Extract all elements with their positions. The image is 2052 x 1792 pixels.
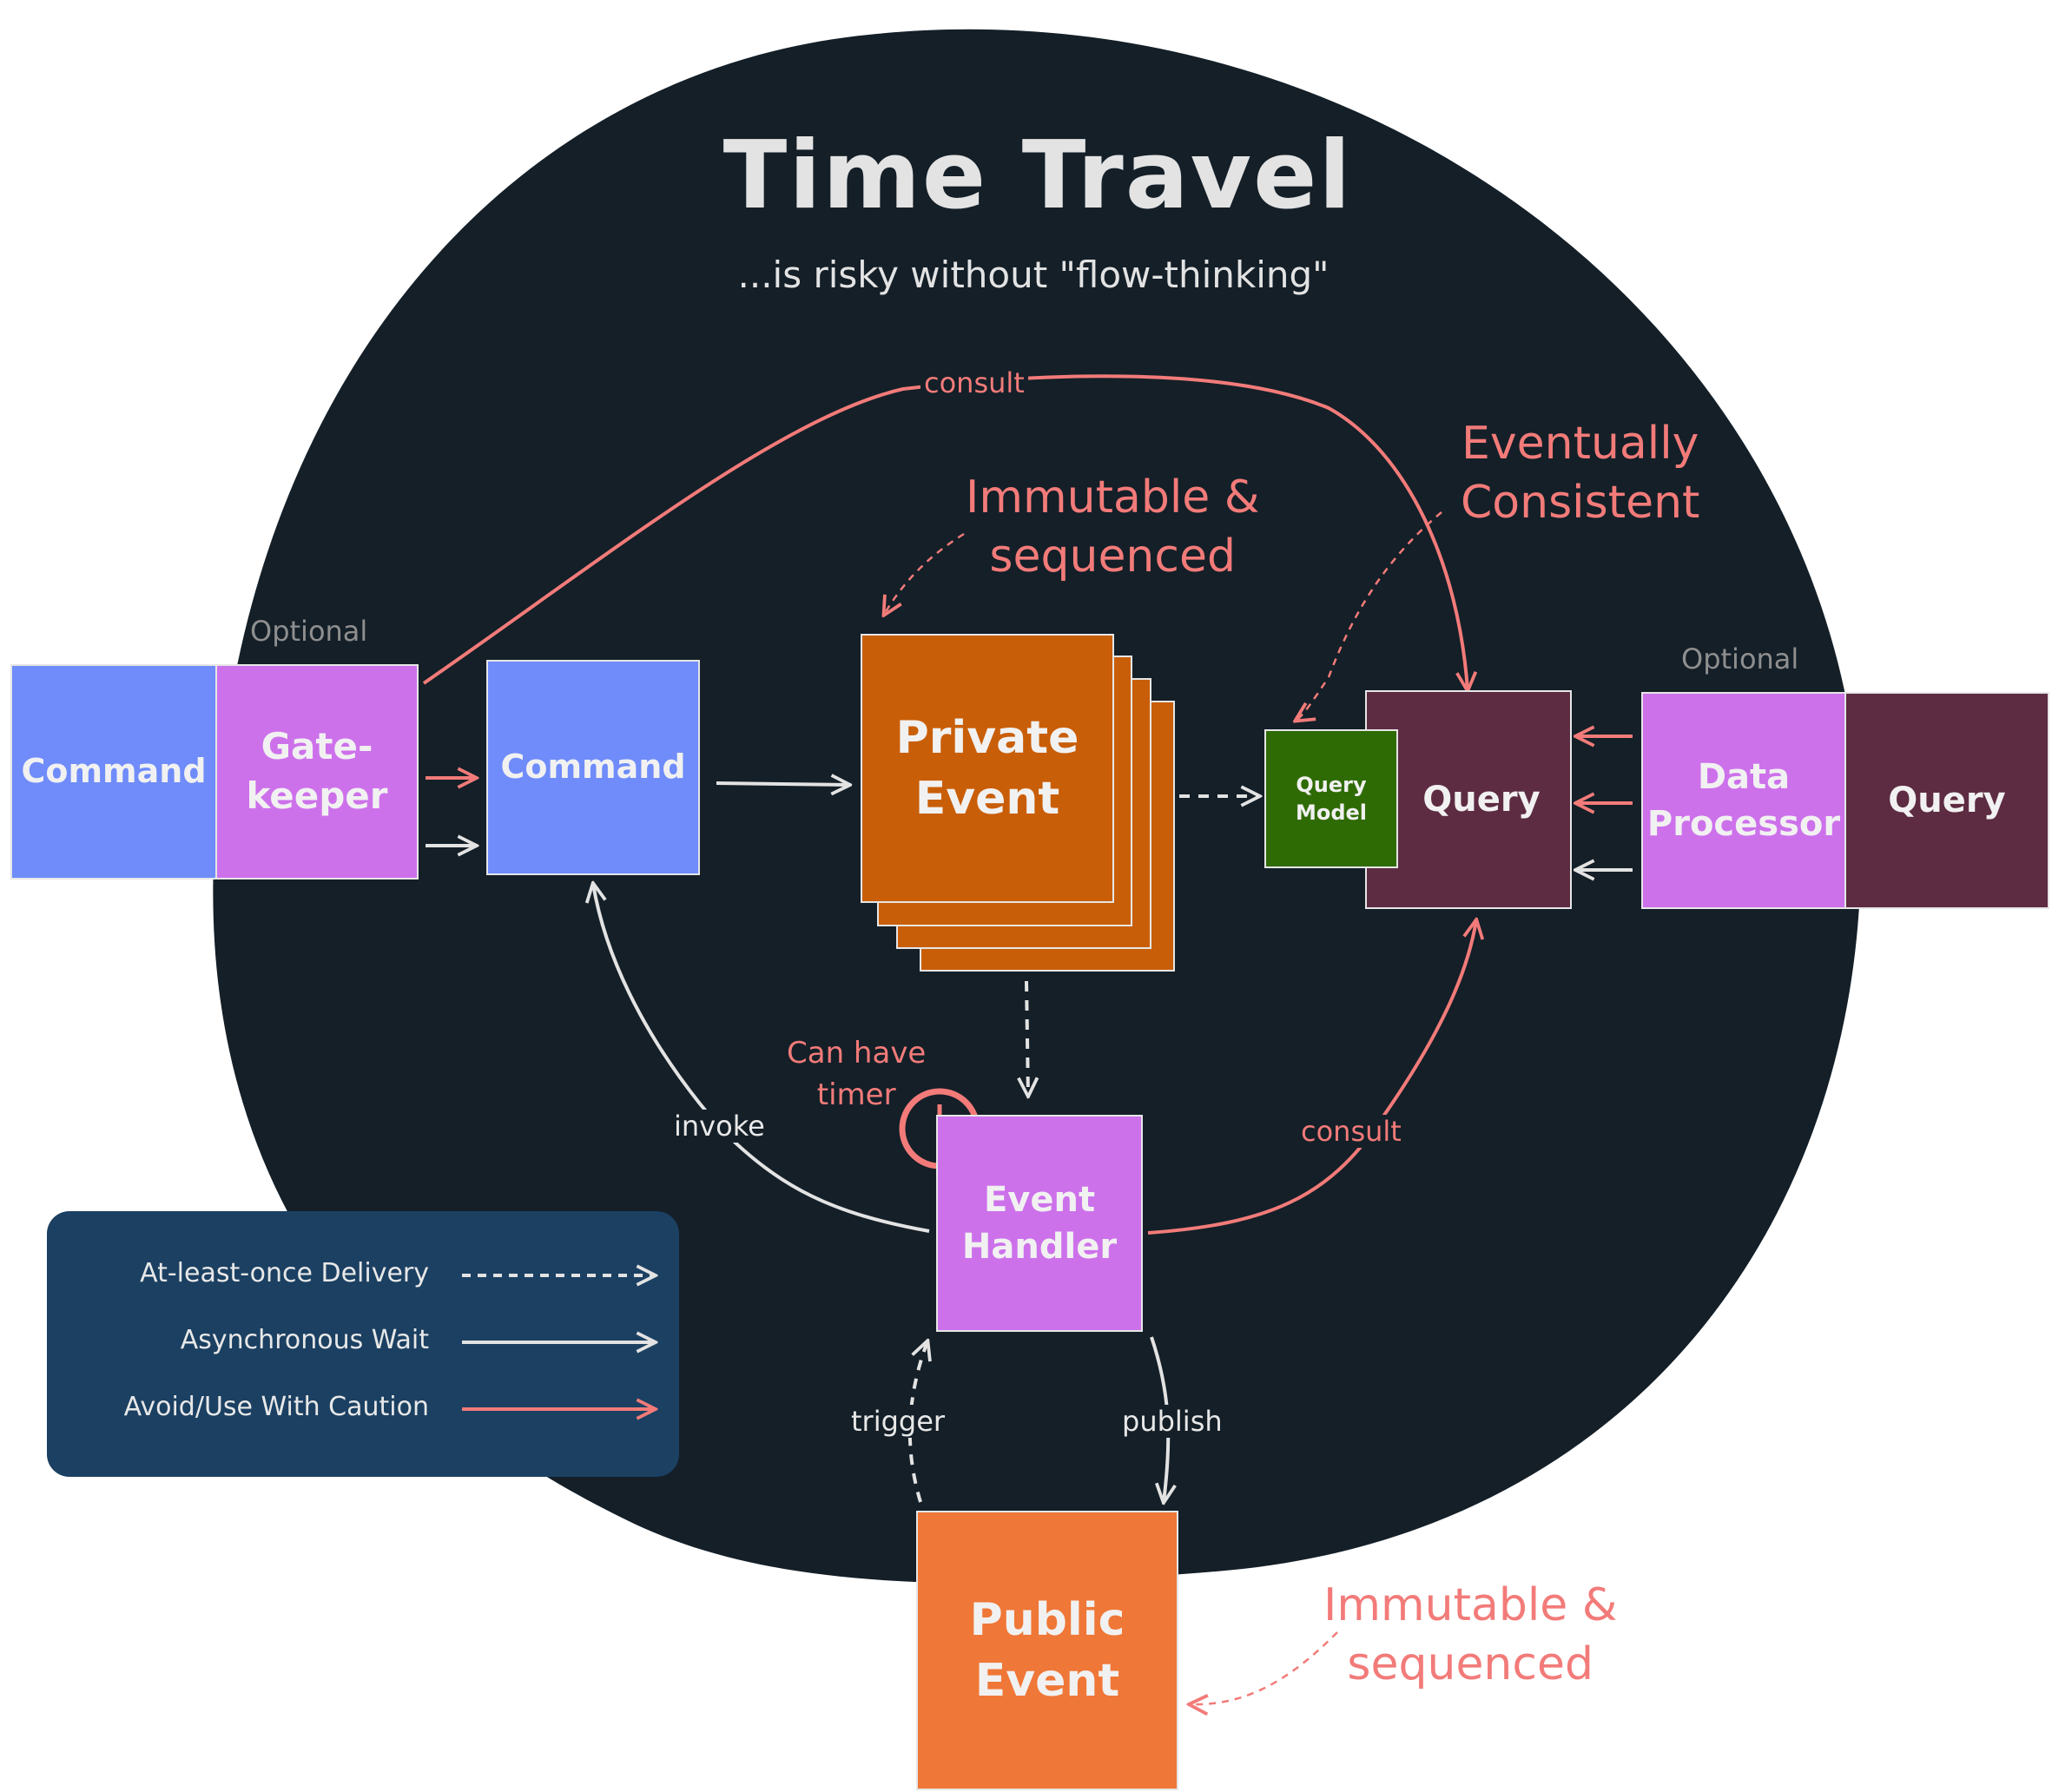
legend-panel: At-least-once Delivery Asynchronous Wait…	[47, 1211, 679, 1477]
invoke-label: invoke	[674, 1110, 765, 1143]
query-model-node[interactable]: Query Model	[1264, 729, 1398, 868]
immutable-public-annotation: Immutable & sequenced	[1323, 1579, 1618, 1690]
legend-label-caution: Avoid/Use With Caution	[123, 1392, 429, 1422]
legend-label-solid: Asynchronous Wait	[180, 1325, 429, 1355]
trigger-arrow	[907, 1341, 927, 1503]
data-processor-node[interactable]: Data Processor	[1641, 692, 1846, 909]
legend-swatches	[462, 1211, 679, 1477]
optional-label-right: Optional	[1681, 642, 1799, 675]
immutable-private-annotation: Immutable & sequenced	[966, 471, 1260, 583]
private-event-node[interactable]: Private Event	[861, 634, 1114, 903]
consult-top-label: consult	[920, 366, 1028, 399]
immutable-public-pointer	[1190, 1631, 1338, 1704]
query-right-node[interactable]: Query	[1844, 692, 2049, 909]
optional-label-left: Optional	[250, 615, 368, 648]
can-have-timer-annotation: Can have timer	[787, 1036, 927, 1112]
private-event-handler-arrow	[1026, 980, 1028, 1096]
command-center-node[interactable]: Command	[486, 660, 700, 875]
command-private-event-arrow	[716, 783, 849, 785]
page-title: Time Travel	[722, 122, 1353, 230]
trigger-label: trigger	[851, 1405, 946, 1438]
event-handler-node[interactable]: Event Handler	[936, 1115, 1143, 1332]
publish-label: publish	[1122, 1405, 1223, 1438]
immutable-private-pointer	[884, 532, 965, 615]
consult-top-arrow	[422, 374, 1468, 690]
command-left-node[interactable]: Command	[10, 664, 217, 880]
page-subtitle: ...is risky without "flow-thinking"	[737, 254, 1330, 296]
public-event-node[interactable]: Public Event	[916, 1511, 1178, 1790]
eventually-consistent-pointer	[1296, 511, 1442, 721]
consult-bottom-label: consult	[1301, 1115, 1402, 1148]
eventually-consistent-annotation: Eventually Consistent	[1461, 418, 1700, 529]
query-center-node[interactable]: Query	[1365, 690, 1572, 909]
gatekeeper-node[interactable]: Gate- keeper	[215, 664, 419, 880]
legend-label-dashed: At-least-once Delivery	[140, 1258, 429, 1288]
